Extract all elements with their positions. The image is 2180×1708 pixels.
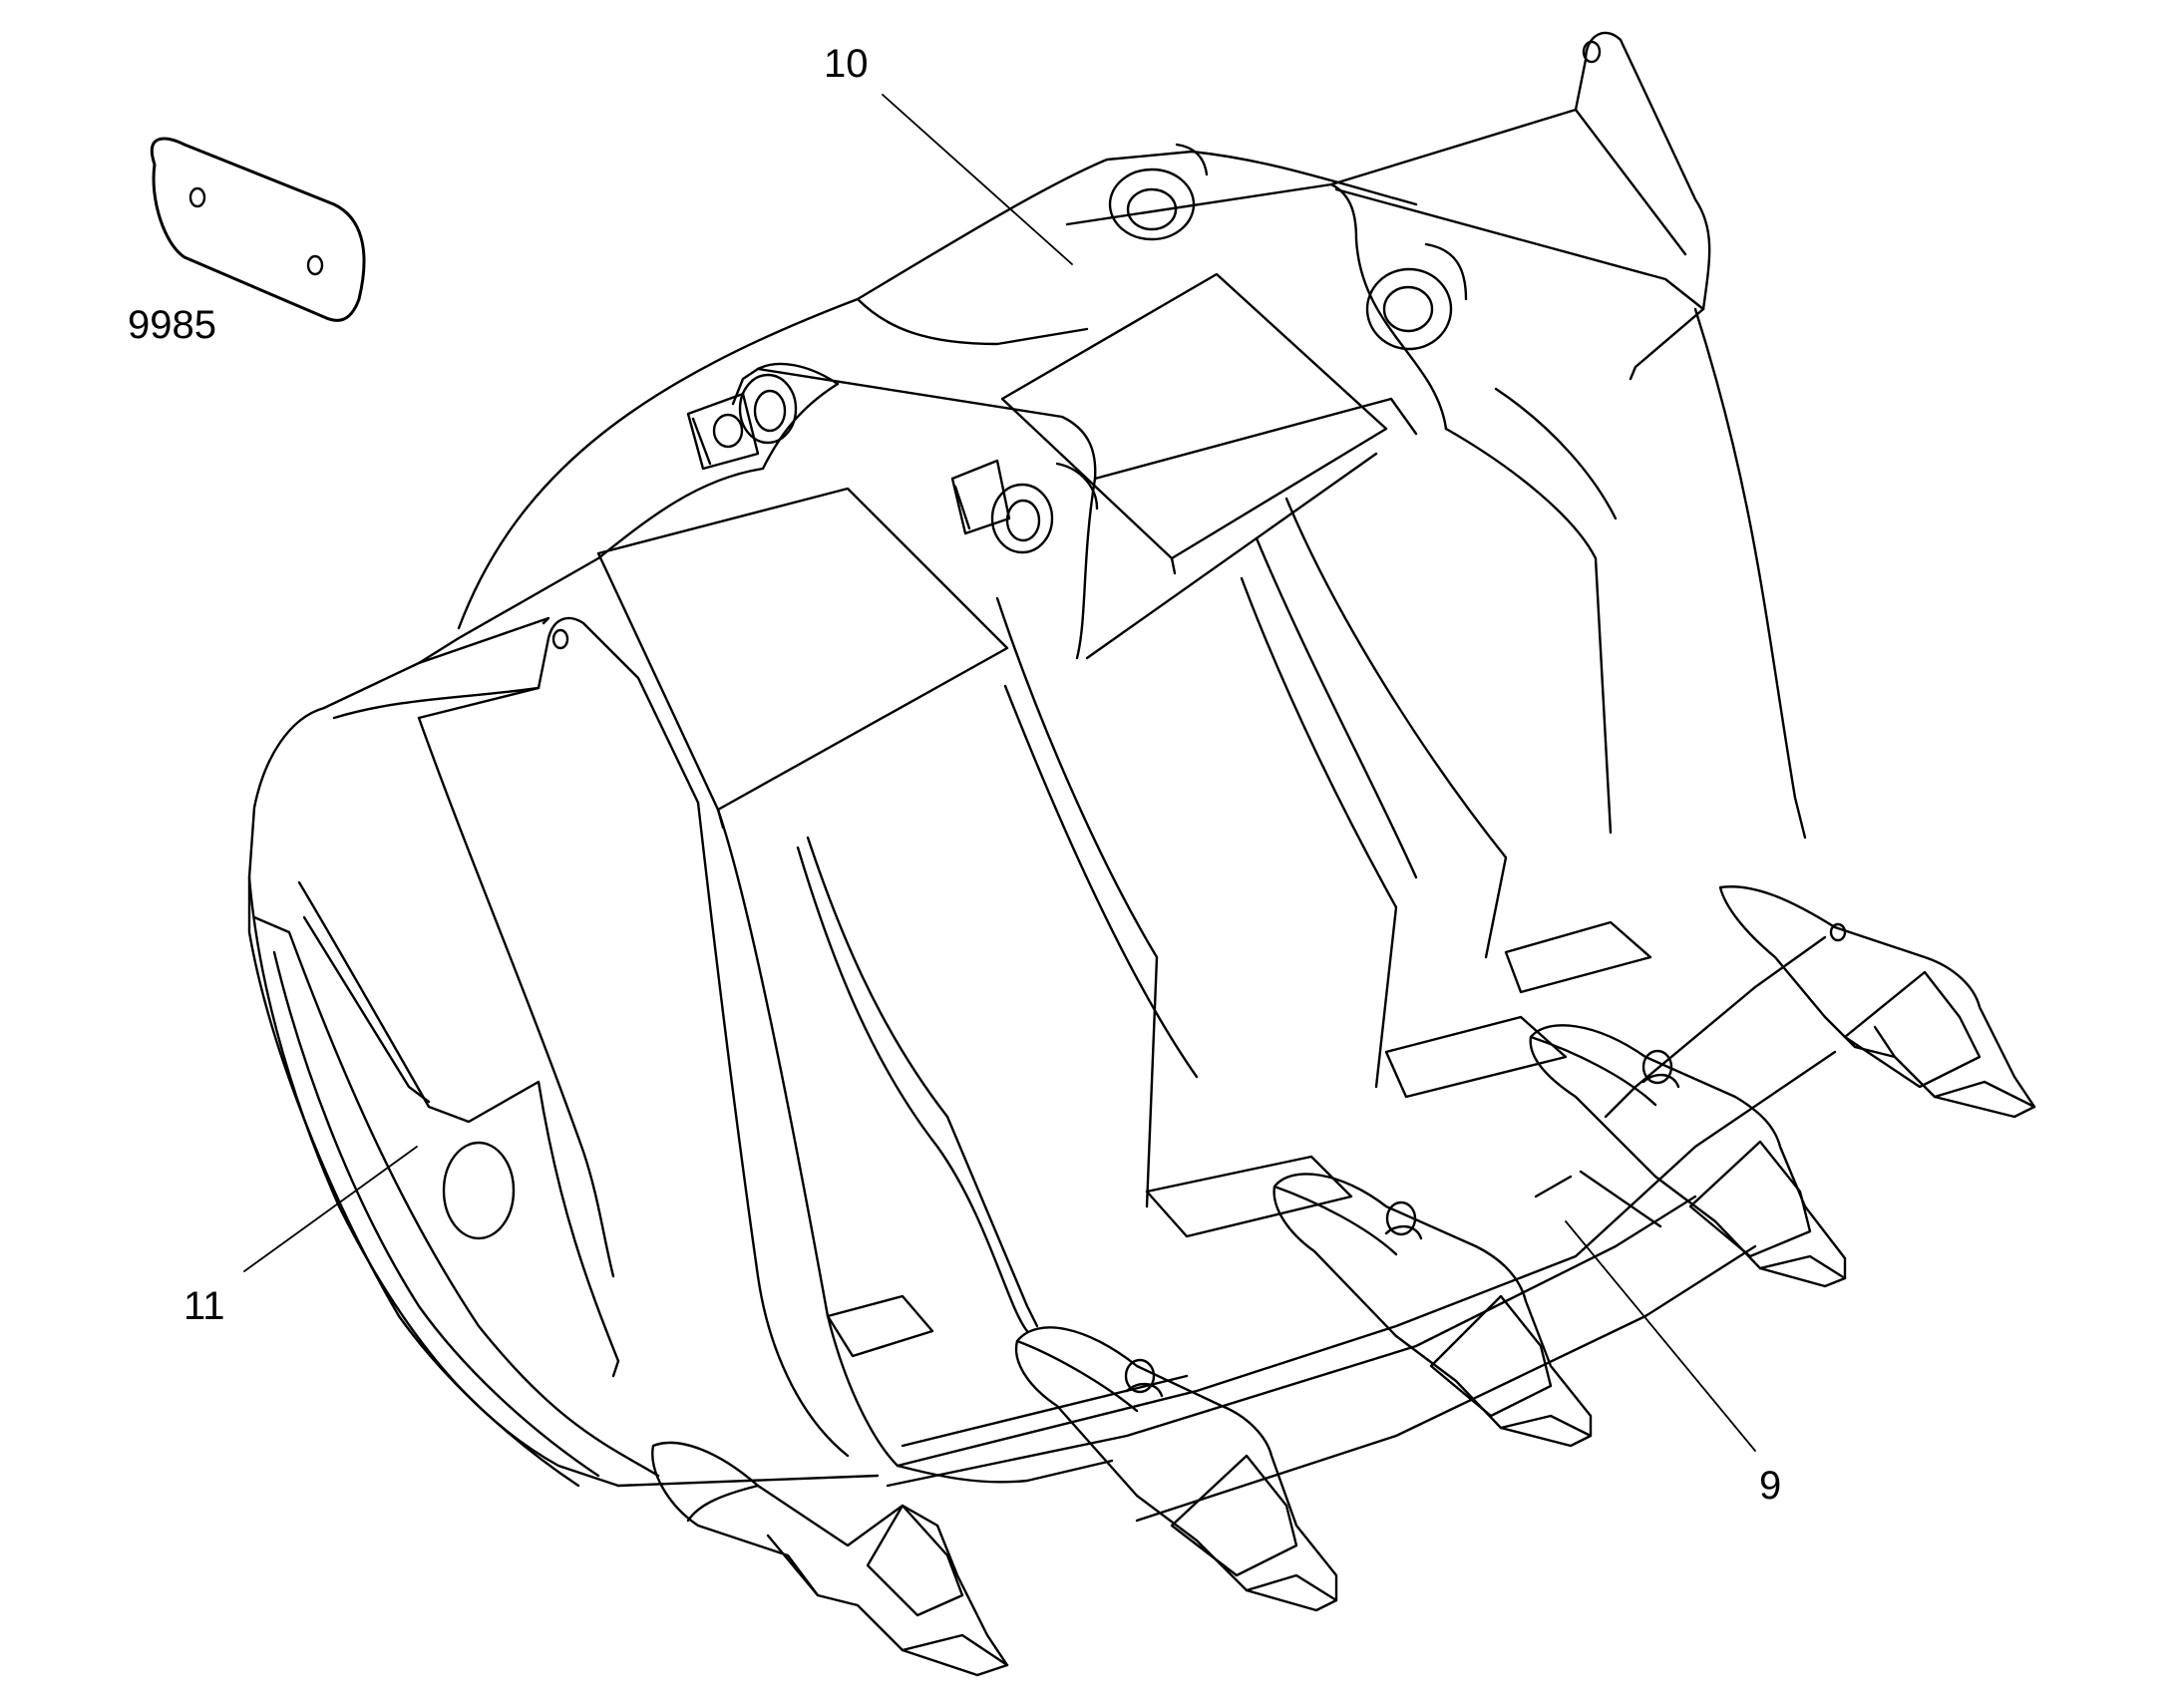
callout-10: 10	[824, 42, 869, 86]
plate-9985	[150, 137, 366, 322]
leader-lines	[243, 94, 1756, 1452]
bucket-frame-10	[457, 31, 1807, 840]
callout-11: 11	[183, 1284, 225, 1328]
callout-9: 9	[1759, 1464, 1782, 1508]
bucket-body	[247, 362, 1837, 1523]
leader-9	[1565, 1220, 1756, 1452]
leader-11	[243, 1146, 418, 1272]
leader-10	[882, 94, 1073, 265]
teeth-and-adapters-9	[651, 885, 2036, 1677]
callout-9985: 9985	[128, 303, 216, 347]
